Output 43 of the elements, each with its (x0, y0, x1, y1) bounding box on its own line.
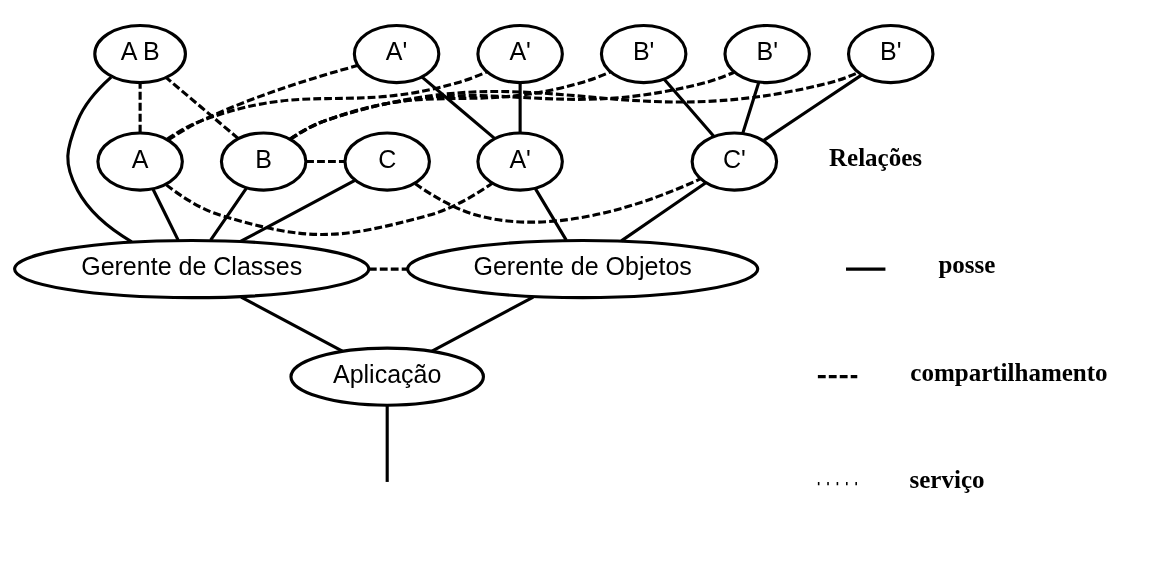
connector (167, 63, 358, 141)
connector (385, 405, 389, 482)
node-ellipse: A' (352, 23, 441, 84)
connector (534, 187, 568, 241)
node-ellipse: B' (846, 23, 935, 84)
connector (762, 73, 863, 142)
connector (306, 159, 345, 163)
connector (289, 70, 859, 140)
legend-label: posse (938, 250, 996, 278)
connector (151, 188, 180, 241)
node-ellipse: A' (476, 23, 564, 84)
connector (663, 77, 715, 137)
connector (66, 75, 133, 243)
connector (240, 295, 344, 352)
connector (290, 69, 612, 140)
connector (431, 295, 534, 352)
connector (741, 81, 761, 134)
connector (166, 69, 488, 140)
connector (239, 178, 356, 243)
node-ellipse: Gerente de Classes (13, 238, 371, 299)
connector (620, 180, 707, 242)
node-ellipse: C (343, 130, 431, 192)
node-ellipse: B (219, 130, 308, 192)
node-ellipse: Aplicação (289, 346, 485, 407)
connector (165, 181, 494, 236)
label: Relações (828, 143, 923, 171)
node-ellipse: Gerente de Objetos (406, 238, 760, 299)
connector (209, 186, 248, 241)
legend-label: serviço (909, 465, 985, 493)
connector (368, 267, 408, 271)
node-ellipse: A' (476, 130, 564, 192)
node-ellipse: A B (93, 23, 187, 84)
connector (518, 82, 522, 133)
connector (421, 75, 496, 140)
legend-label: compartilhamento (910, 358, 1108, 386)
connector (414, 177, 701, 224)
node-ellipse: A (96, 130, 184, 192)
connector (289, 70, 735, 140)
node-ellipse: C' (690, 130, 779, 192)
node-ellipse: B' (599, 23, 688, 84)
node-ellipse: B' (723, 23, 811, 84)
connector (165, 76, 240, 140)
connector (138, 82, 142, 133)
